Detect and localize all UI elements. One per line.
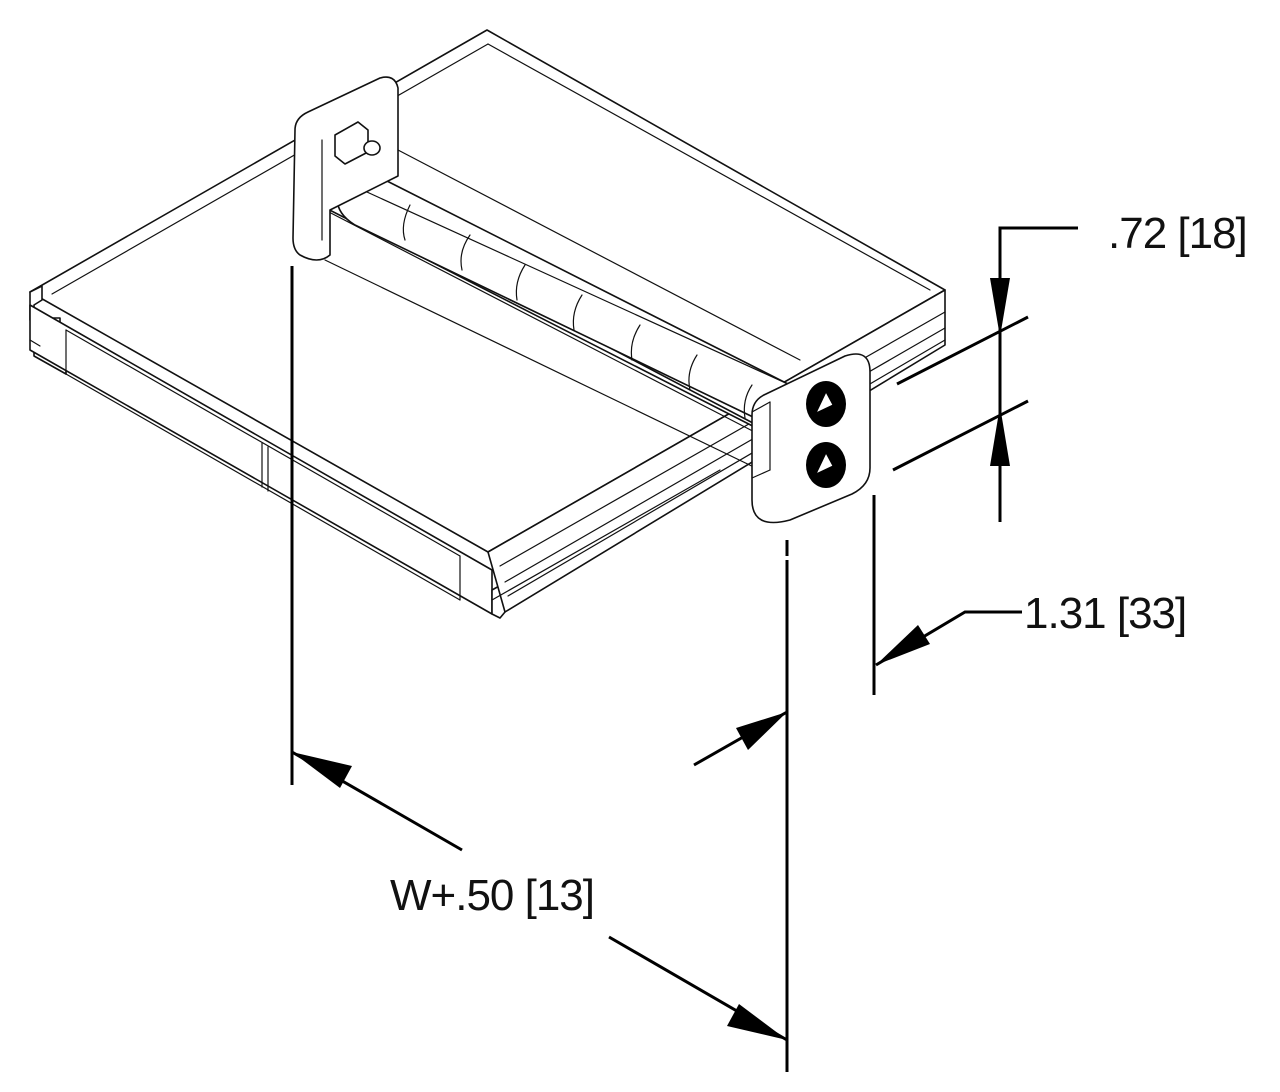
offset-dimension: 1.31 [33] (872, 495, 1187, 695)
bolt-icon (806, 442, 846, 488)
base-extrusion (29, 29, 946, 619)
height-dimension-label: .72 [18] (1108, 209, 1247, 258)
front-end-plate (751, 353, 871, 524)
end-plate-icon (292, 76, 801, 361)
offset-dimension-label: 1.31 [33] (1024, 589, 1186, 638)
width-dimension: W+.50 [13] (290, 266, 789, 1072)
height-dimension: .72 [18] (892, 209, 1248, 522)
bolt-icon (806, 381, 846, 427)
width-dimension-label: W+.50 [13] (390, 871, 594, 920)
